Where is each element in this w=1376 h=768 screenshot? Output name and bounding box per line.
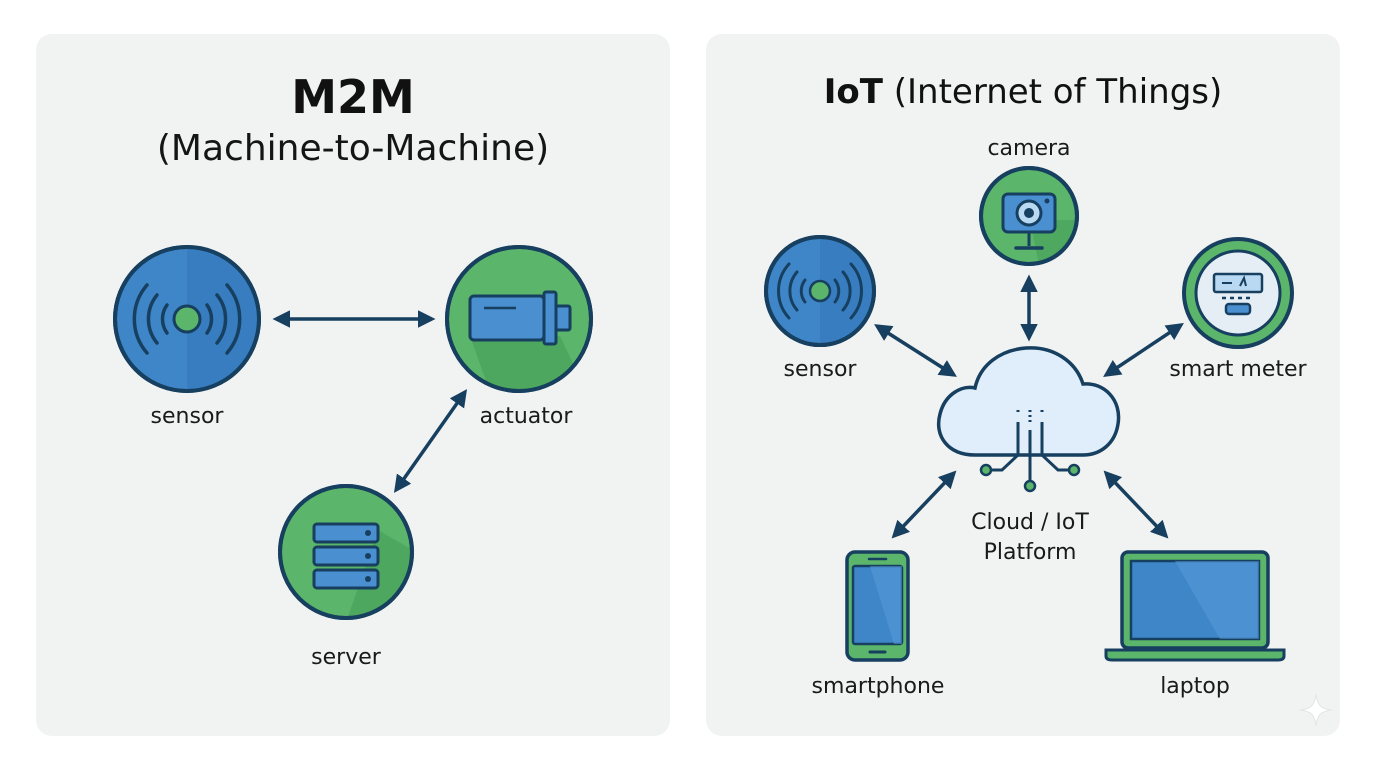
iot-title-rest: (Internet of Things) [882, 72, 1223, 112]
arrow-phone-cloud [891, 470, 957, 539]
actuator-icon [445, 245, 593, 393]
m2m-sensor-label: sensor [150, 404, 224, 429]
smart-meter-icon [1182, 237, 1294, 349]
m2m-server-label: server [311, 645, 381, 670]
iot-camera-label: camera [987, 136, 1071, 161]
sensor-icon [764, 235, 876, 347]
arrow-laptop-cloud [1103, 470, 1169, 539]
m2m-subtitle: (Machine-to-Machine) [156, 128, 550, 169]
arrow-actuator-server [393, 389, 468, 493]
cloud-icon [936, 346, 1121, 493]
iot-hub-label-line1: Cloud / IoT [971, 510, 1089, 535]
iot-hub-label: Cloud / IoT Platform [971, 508, 1089, 568]
iot-smart-meter-label: smart meter [1169, 357, 1307, 382]
iot-laptop-label: laptop [1160, 674, 1230, 699]
iot-sensor-label: sensor [783, 357, 857, 382]
m2m-title: M2M [291, 70, 415, 124]
m2m-actuator-label: actuator [479, 404, 573, 429]
arrow-sensor-cloud [874, 324, 957, 377]
arrow-meter-cloud [1103, 323, 1184, 377]
laptop-icon [1104, 550, 1286, 662]
iot-title: IoT (Internet of Things) [706, 72, 1340, 112]
iot-smartphone-label: smartphone [811, 674, 945, 699]
sensor-icon [113, 245, 261, 393]
server-icon [278, 484, 414, 620]
camera-icon [979, 166, 1079, 266]
iot-hub-label-line2: Platform [983, 540, 1077, 565]
smartphone-icon [845, 550, 910, 662]
sparkle-icon [1299, 693, 1333, 727]
iot-title-bold: IoT [823, 72, 883, 112]
